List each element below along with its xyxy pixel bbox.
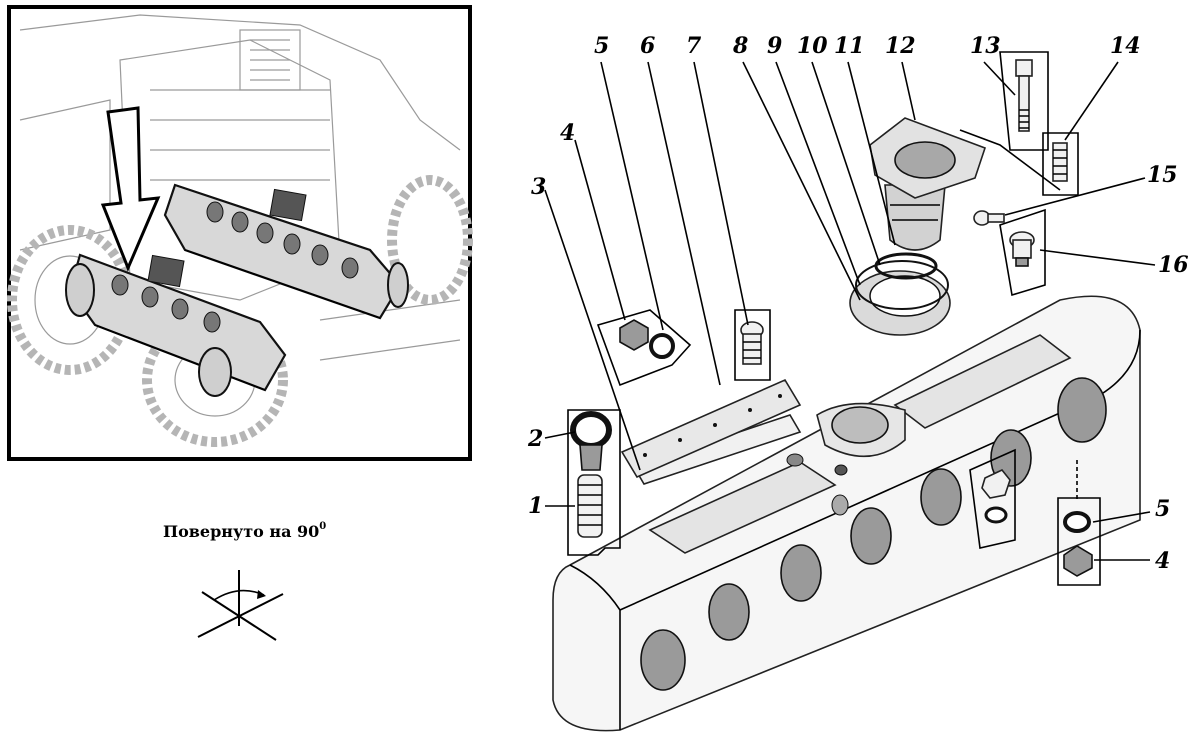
- part-1-stud: [577, 474, 603, 538]
- balancer-housing-front: [65, 253, 287, 397]
- balancer-housing-rear: [163, 183, 409, 320]
- callout-10: 10: [797, 33, 828, 59]
- callout-4: 4: [560, 120, 575, 146]
- callout-13: 13: [970, 33, 1001, 59]
- part-15-screw: [973, 210, 1005, 226]
- part-5-lower-washer: [1063, 511, 1091, 533]
- bracket-4-5: [596, 309, 692, 387]
- callout-4-lower: 4: [1155, 548, 1170, 574]
- callout-labels: 1 2 3 4 5 6 7 8 9 10 11 12 13 14 15 16 5…: [527, 33, 1189, 574]
- part-13-long-bolt: [1015, 59, 1033, 132]
- bracket-lower-4-5: [1057, 497, 1101, 586]
- callout-6: 6: [640, 33, 655, 59]
- callout-7: 7: [686, 33, 702, 59]
- leader-lines: [544, 61, 1156, 561]
- part-10-o-ring: [874, 252, 938, 280]
- bracket-16: [999, 208, 1046, 297]
- callout-8: 8: [732, 33, 748, 59]
- part-9-shim: [855, 260, 949, 310]
- balancer-housing: [552, 295, 1141, 732]
- callout-11: 11: [834, 33, 865, 59]
- part-16-plug: [1009, 231, 1035, 267]
- callout-5: 5: [594, 33, 609, 59]
- part-4-plug: [619, 319, 649, 351]
- part-14-stud: [1052, 142, 1068, 182]
- part-4-lower-plug: [1063, 545, 1093, 577]
- side-drain-plug: [969, 448, 1016, 549]
- machine-inset-view: [7, 5, 473, 461]
- part-11-gear-shaft: [884, 184, 946, 251]
- callout-2: 2: [527, 426, 543, 452]
- part-7-bolt: [740, 321, 764, 365]
- callout-12: 12: [885, 33, 916, 59]
- part-5-washer: [649, 333, 675, 359]
- callout-9: 9: [767, 33, 782, 59]
- callout-5-lower: 5: [1155, 496, 1170, 522]
- rotation-caption: Повернуто на 900: [163, 521, 326, 541]
- callout-1: 1: [528, 493, 543, 519]
- part-8-flange-ring: [849, 270, 951, 336]
- callout-16: 16: [1158, 252, 1189, 278]
- part-2-eye-bolt: [570, 411, 612, 471]
- bracket-12-14: [959, 129, 1061, 191]
- bracket-7: [734, 309, 771, 381]
- down-arrow-icon: [100, 106, 161, 272]
- part-6-cover: [620, 378, 802, 479]
- callout-15: 15: [1147, 162, 1178, 188]
- rotation-caption-superscript: 0: [319, 521, 326, 532]
- rotation-90-icon: [197, 570, 284, 641]
- tractor-wheel-right: [387, 175, 473, 305]
- part-12-flange-housing: [869, 117, 987, 199]
- rotation-caption-text: Повернуто на 90: [163, 522, 319, 541]
- callout-3: 3: [531, 174, 546, 200]
- bracket-13: [999, 51, 1049, 151]
- callout-14: 14: [1110, 33, 1141, 59]
